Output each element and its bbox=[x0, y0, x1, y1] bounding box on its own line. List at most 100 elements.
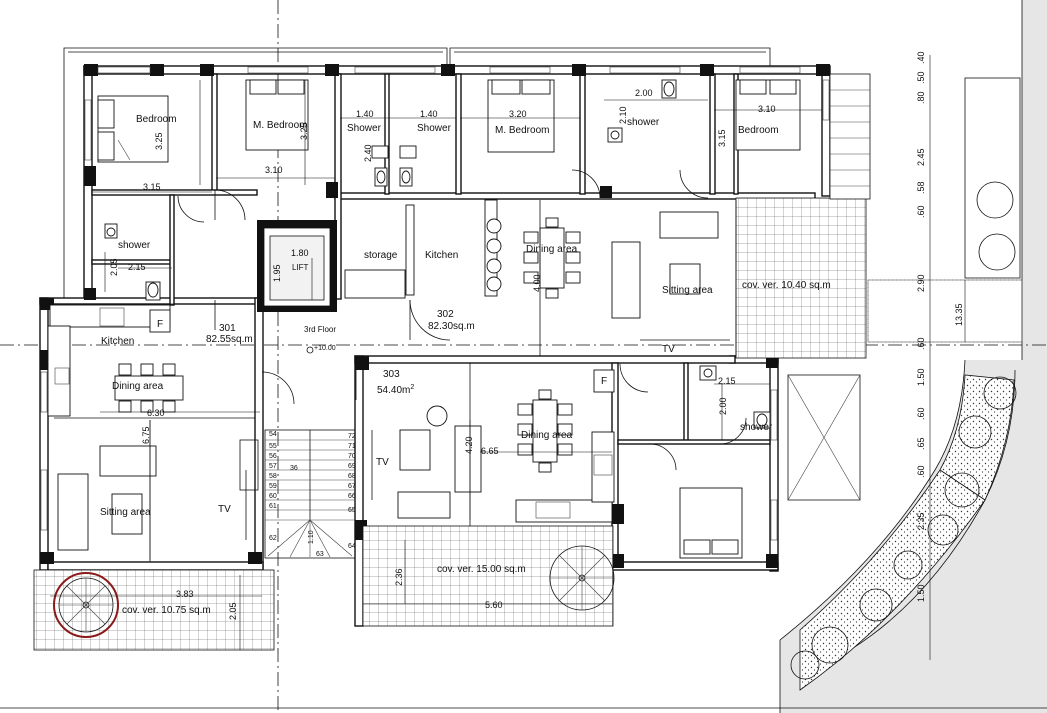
fridge-label-1: F bbox=[157, 319, 163, 330]
dim-3-83: 3.83 bbox=[176, 589, 194, 599]
stairs bbox=[239, 429, 356, 559]
right-dim-11: .60 bbox=[916, 465, 926, 478]
right-dim-0: .40 bbox=[916, 51, 926, 64]
dim-2-36: 2.36 bbox=[394, 568, 404, 586]
right-dim-2: .80 bbox=[916, 91, 926, 104]
dim-4-00: 4.00 bbox=[532, 274, 542, 292]
dim-3-20: 3.20 bbox=[509, 109, 527, 119]
stair-num-l1: 55 bbox=[269, 443, 277, 450]
dim-2-10: 2.10 bbox=[618, 106, 628, 124]
dim-2-05-b: 2.05 bbox=[228, 602, 238, 620]
dim-13-35: 13.35 bbox=[954, 303, 964, 326]
right-dim-6: 2.90 bbox=[916, 274, 926, 292]
right-dim-13: 1.50 bbox=[916, 584, 926, 602]
right-dim-10: .65 bbox=[916, 437, 926, 450]
room-tv-302: TV bbox=[662, 344, 675, 355]
stair-num-r0: 72 bbox=[348, 433, 356, 440]
verandas bbox=[33, 73, 1023, 651]
apt-303-area: 54.40m2 bbox=[377, 384, 414, 396]
right-dim-9: .60 bbox=[916, 407, 926, 420]
dim-3-25-a: 3.25 bbox=[154, 132, 164, 150]
level-marker: +10.00 bbox=[314, 345, 336, 352]
stair-num-r4: 68 bbox=[348, 473, 356, 480]
stair-num-r1: 71 bbox=[348, 443, 356, 450]
room-sitting-301: Sitting area bbox=[100, 507, 151, 518]
dim-2-40: 2.40 bbox=[363, 144, 373, 162]
right-dimension-chain: .40 .50 .80 2.45 .58 .60 2.90 .60 1.50 .… bbox=[916, 51, 926, 602]
apt-302-area: 82.30sq.m bbox=[428, 321, 475, 332]
dim-2-00-b: 2.00 bbox=[718, 397, 728, 415]
room-shower-2: Shower bbox=[417, 123, 452, 134]
stair-num-r6: 66 bbox=[348, 493, 356, 500]
room-storage: storage bbox=[364, 250, 398, 261]
stair-num-l2: 56 bbox=[269, 453, 277, 460]
dim-4-20: 4.20 bbox=[464, 436, 474, 454]
dim-3-10-a: 3.10 bbox=[265, 165, 283, 175]
dim-3-15-a: 3.15 bbox=[143, 182, 161, 192]
veranda-middle-label: cov. ver. 15.00 sq.m bbox=[437, 564, 526, 575]
dim-3-25-b: 3.25 bbox=[299, 122, 309, 140]
room-m-bedroom-left: M. Bedroom bbox=[253, 120, 307, 131]
dimension-lines bbox=[50, 55, 966, 660]
apt-301-area: 82.55sq.m bbox=[206, 334, 253, 345]
right-dim-5: .60 bbox=[916, 205, 926, 218]
right-dim-4: .58 bbox=[916, 181, 926, 194]
dim-2-15-a: 2.15 bbox=[128, 262, 146, 272]
fridge-label-2: F bbox=[601, 376, 607, 387]
level-marker-icon bbox=[306, 346, 314, 354]
dim-1-40-b: 1.40 bbox=[420, 109, 438, 119]
stair-num-l4: 58 bbox=[269, 473, 277, 480]
right-dim-7: .60 bbox=[916, 337, 926, 350]
furniture bbox=[47, 79, 801, 559]
dim-1-40-a: 1.40 bbox=[356, 109, 374, 119]
room-dining-302: Dining area bbox=[526, 244, 578, 255]
dim-6-65: 6.65 bbox=[481, 446, 499, 456]
room-kitchen-301: Kitchen bbox=[101, 336, 134, 347]
room-bedroom-left: Bedroom bbox=[136, 114, 177, 125]
stair-num-l8: 62 bbox=[269, 535, 277, 542]
dim-1-80: 1.80 bbox=[291, 248, 309, 258]
stair-num-r7: 65 bbox=[348, 507, 356, 514]
right-dim-12: 2.35 bbox=[916, 512, 926, 530]
room-kitchen-302: Kitchen bbox=[425, 250, 458, 261]
apt-301-number: 301 bbox=[219, 323, 236, 334]
dim-2-05: 2.05 bbox=[109, 258, 119, 276]
dim-3-15-b: 3.15 bbox=[717, 129, 727, 147]
stair-num-l0: 54 bbox=[269, 431, 277, 438]
room-shower-303: shower bbox=[740, 422, 773, 433]
dim-2-15-b: 2.15 bbox=[718, 376, 736, 386]
stair-num-l5: 59 bbox=[269, 483, 277, 490]
room-tv-303: TV bbox=[376, 457, 389, 468]
stair-num-l7: 61 bbox=[269, 503, 277, 510]
room-dining-303: Dining area bbox=[521, 430, 573, 441]
dim-1-95: 1.95 bbox=[272, 264, 282, 282]
stair-num-r3: 69 bbox=[348, 463, 356, 470]
stair-num-r2: 70 bbox=[348, 453, 356, 460]
room-shower-left: shower bbox=[118, 240, 151, 251]
room-lift: LIFT bbox=[292, 263, 309, 272]
veranda-right-label: cov. ver. 10.40 sq.m bbox=[742, 280, 831, 291]
right-dim-8: 1.50 bbox=[916, 368, 926, 386]
apt-302-number: 302 bbox=[437, 309, 454, 320]
dim-5-60: 5.60 bbox=[485, 600, 503, 610]
room-dining-301: Dining area bbox=[112, 381, 164, 392]
landscape-plants bbox=[790, 181, 1017, 691]
room-bedroom-right: Bedroom bbox=[738, 125, 779, 136]
stair-num-r5: 67 bbox=[348, 483, 356, 490]
dim-2-00-a: 2.00 bbox=[635, 88, 653, 98]
veranda-left-label: cov. ver. 10.75 sq.m bbox=[122, 605, 211, 616]
floor-label: 3rd Floor bbox=[304, 325, 336, 334]
windows bbox=[40, 66, 830, 541]
stair-num-l6: 60 bbox=[269, 493, 277, 500]
dim-6-75: 6.75 bbox=[141, 426, 151, 444]
stair-num-r8: 64 bbox=[348, 543, 356, 550]
room-shower-1: Shower bbox=[347, 123, 382, 134]
right-dim-3: 2.45 bbox=[916, 148, 926, 166]
stair-num-mid: 36 bbox=[290, 465, 298, 472]
right-dim-1: .50 bbox=[916, 71, 926, 84]
room-sitting-302: Sitting area bbox=[662, 285, 713, 296]
room-tv-301: TV bbox=[218, 504, 231, 515]
room-shower-top-right: shower bbox=[627, 117, 660, 128]
room-m-bedroom-right: M. Bedroom bbox=[495, 125, 549, 136]
